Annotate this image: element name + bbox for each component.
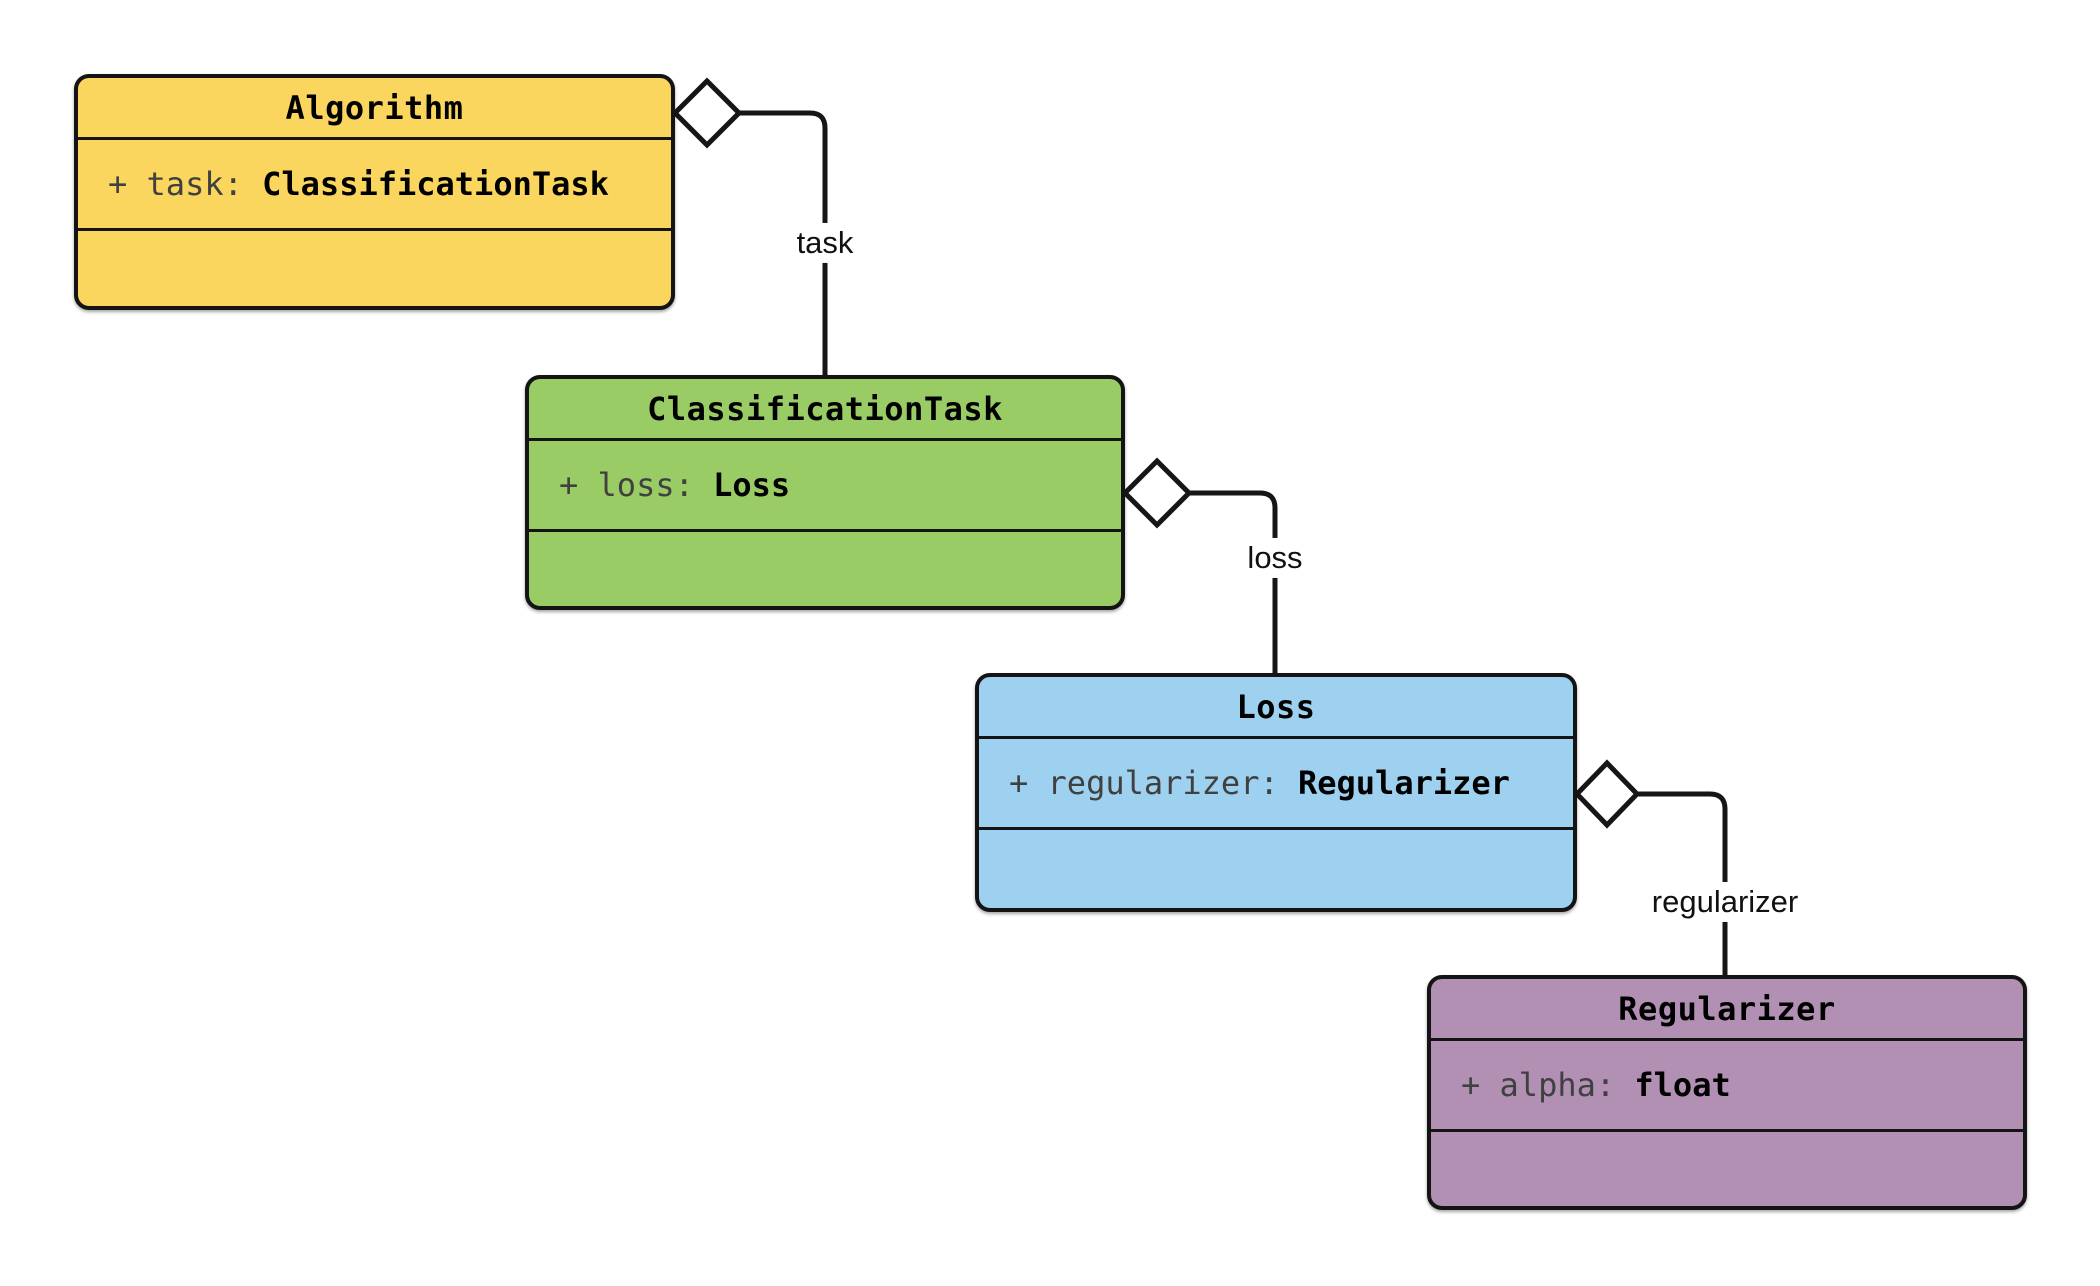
attribute-name: + task: xyxy=(108,165,263,203)
aggregation-diamond-icon xyxy=(1573,759,1641,829)
class-box-regularizer: Regularizer + alpha: float xyxy=(1427,975,2027,1210)
class-box-algorithm: Algorithm + task: ClassificationTask xyxy=(74,74,675,310)
aggregation-diamond-icon xyxy=(1121,457,1193,529)
class-title: Loss xyxy=(1236,687,1316,726)
attribute-type: ClassificationTask xyxy=(262,165,609,203)
aggregation-connector-regularizer xyxy=(1573,759,1728,975)
aggregation-connector-task xyxy=(671,77,828,375)
attribute-type: Loss xyxy=(713,466,791,504)
class-attributes: + task: ClassificationTask xyxy=(78,137,671,231)
class-methods-empty xyxy=(529,532,1121,606)
class-title: Algorithm xyxy=(285,88,464,127)
attribute-type: Regularizer xyxy=(1297,764,1510,802)
connector-line xyxy=(1189,490,1278,673)
attribute-type: float xyxy=(1634,1066,1731,1104)
class-title: Regularizer xyxy=(1618,989,1836,1028)
class-box-classificationtask: ClassificationTask + loss: Loss xyxy=(525,375,1125,610)
class-attributes: + regularizer: Regularizer xyxy=(979,736,1573,830)
aggregation-connector-loss xyxy=(1121,457,1278,673)
relation-label-loss: loss xyxy=(1237,537,1313,579)
aggregation-diamond-icon xyxy=(671,77,743,149)
connector-line xyxy=(739,110,828,375)
relation-label-regularizer: regularizer xyxy=(1641,881,1809,923)
class-methods-empty xyxy=(979,830,1573,908)
class-methods-empty xyxy=(78,231,671,306)
class-title: ClassificationTask xyxy=(647,389,1003,428)
attribute-name: + alpha: xyxy=(1461,1066,1635,1104)
class-attributes: + loss: Loss xyxy=(529,438,1121,532)
relation-label-task: task xyxy=(786,222,864,264)
class-methods-empty xyxy=(1431,1132,2023,1206)
class-attributes: + alpha: float xyxy=(1431,1038,2023,1132)
attribute-name: + loss: xyxy=(559,466,714,504)
connector-line xyxy=(1637,791,1728,975)
class-box-loss: Loss + regularizer: Regularizer xyxy=(975,673,1577,912)
attribute-name: + regularizer: xyxy=(1009,764,1298,802)
